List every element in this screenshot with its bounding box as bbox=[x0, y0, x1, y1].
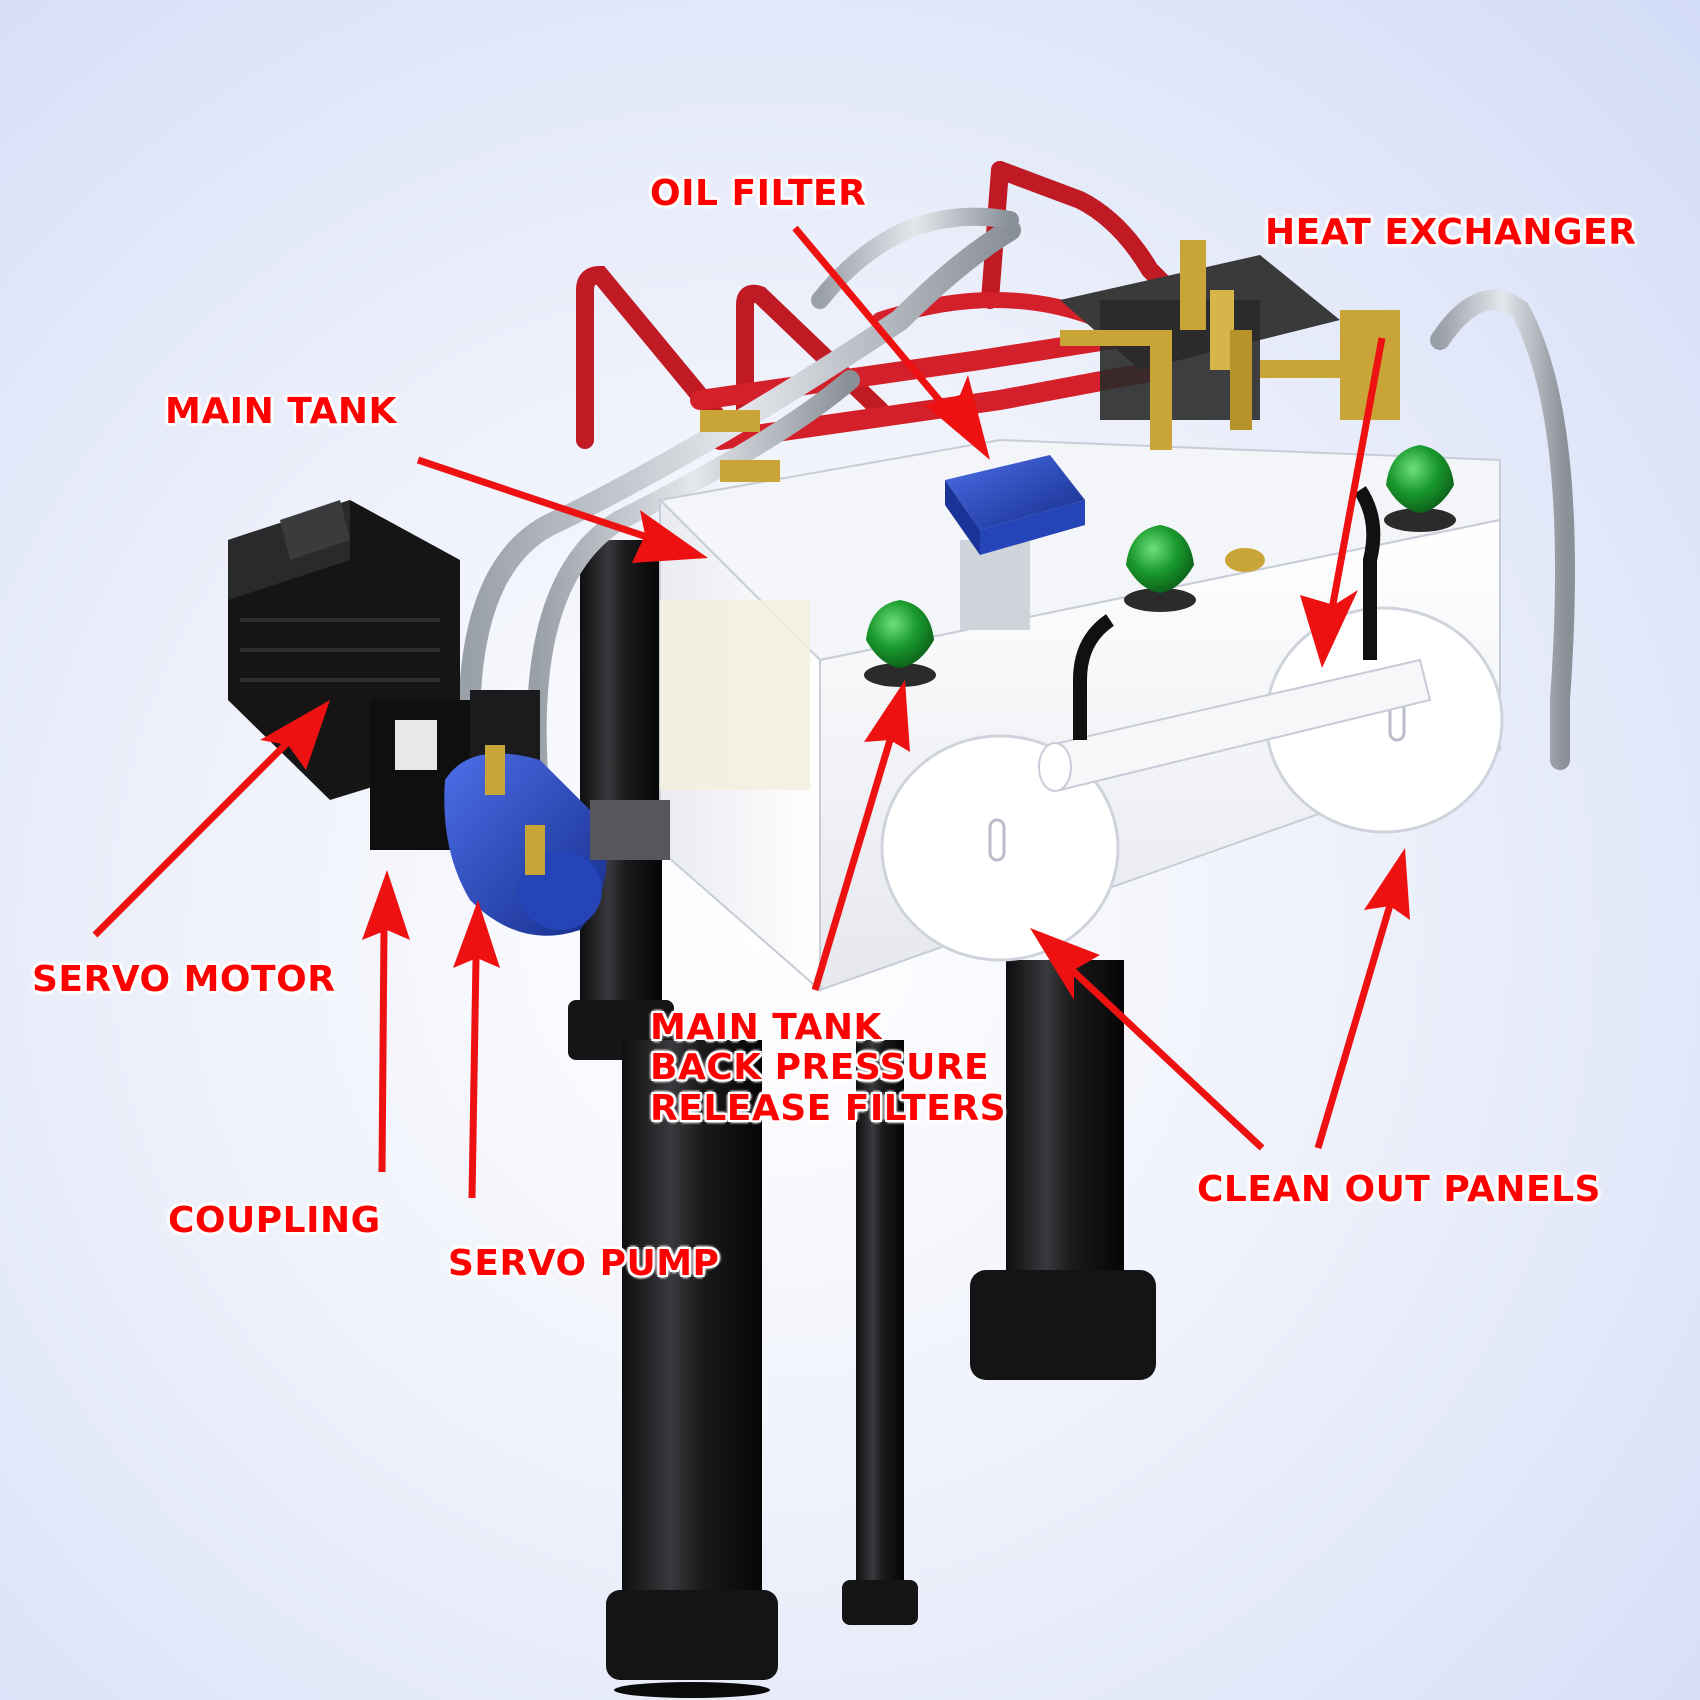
arrow-group bbox=[92, 225, 1410, 1199]
clean-out-panel-left bbox=[880, 734, 1120, 962]
arrow-servo-motor bbox=[92, 729, 301, 938]
label-heat-exchanger: HEAT EXCHANGER bbox=[1265, 212, 1637, 253]
arrow-main-tank bbox=[416, 456, 652, 542]
oil-filter-body bbox=[945, 455, 1085, 630]
cylinder-group bbox=[568, 540, 1156, 1698]
cylinder-left bbox=[622, 1040, 762, 1640]
arrow-servo-pump bbox=[468, 957, 480, 1199]
cylinder-right bbox=[1006, 960, 1124, 1300]
back-pressure-filter-caps bbox=[864, 445, 1456, 687]
cylinder-middle bbox=[856, 1040, 904, 1600]
label-line-3: RELEASE FILTERS bbox=[650, 1087, 1007, 1129]
label-line-2: BACK PRESSURE bbox=[650, 1047, 990, 1089]
servo-motor bbox=[228, 500, 470, 850]
label-coupling: COUPLING bbox=[168, 1200, 381, 1241]
cylinder-upper-left bbox=[580, 540, 662, 1040]
servo-pump bbox=[444, 745, 670, 936]
label-servo-pump: SERVO PUMP bbox=[448, 1243, 720, 1284]
arrow-clean-out-right bbox=[1314, 904, 1394, 1149]
heat-exchanger bbox=[1038, 486, 1432, 792]
label-main-tank: MAIN TANK bbox=[165, 391, 397, 432]
label-line-1: MAIN TANK bbox=[650, 1007, 882, 1048]
label-back-pressure-filters: MAIN TANK BACK PRESSURE RELEASE FILTERS bbox=[650, 1007, 1007, 1129]
valve-manifold bbox=[700, 240, 1400, 482]
label-servo-motor: SERVO MOTOR bbox=[32, 959, 336, 1000]
arrow-back-pressure-filter bbox=[811, 738, 894, 992]
arrow-coupling bbox=[378, 929, 388, 1173]
label-clean-out-panels: CLEAN OUT PANELS bbox=[1197, 1169, 1601, 1210]
arrow-clean-out-left bbox=[1069, 967, 1265, 1151]
arrow-heat-exchanger bbox=[1326, 337, 1386, 621]
label-oil-filter: OIL FILTER bbox=[650, 173, 867, 214]
arrow-oil-filter bbox=[792, 225, 963, 428]
